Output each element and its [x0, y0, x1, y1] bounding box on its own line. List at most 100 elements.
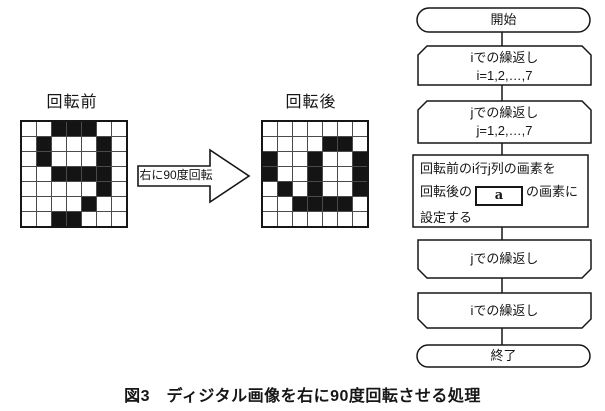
- pixel-cell-black: [323, 137, 337, 151]
- rotation-flowchart: 開始 iでの繰返し i=1,2,…,7 jでの繰返し j=1,2,…,7 回転前…: [410, 6, 602, 374]
- pixel-cell-white: [278, 152, 292, 166]
- pixel-cell-white: [338, 182, 352, 196]
- pixel-cell-white: [112, 212, 126, 226]
- pixel-cell-black: [323, 197, 337, 211]
- loop-j-start-shape: [417, 100, 592, 144]
- pixel-cell-white: [323, 182, 337, 196]
- pixel-cell-black: [353, 182, 367, 196]
- pixel-cell-white: [293, 167, 307, 181]
- process-box-shape: [412, 154, 589, 228]
- process-line2-suffix: の画素に: [526, 184, 579, 199]
- pixel-cell-black: [67, 122, 81, 136]
- pixel-cell-white: [263, 122, 277, 136]
- pixel-cell-black: [308, 197, 322, 211]
- pixel-cell-white: [323, 122, 337, 136]
- pixel-cell-white: [112, 167, 126, 181]
- pixel-cell-black: [338, 197, 352, 211]
- pixel-cell-white: [67, 137, 81, 151]
- flowchart-loop-j-start: jでの繰返し j=1,2,…,7: [418, 104, 591, 140]
- pixel-cell-white: [97, 197, 111, 211]
- pixel-cell-white: [22, 167, 36, 181]
- flowchart-loop-i-start: iでの繰返し i=1,2,…,7: [418, 49, 591, 85]
- pixel-cell-black: [308, 167, 322, 181]
- pixel-cell-black: [82, 167, 96, 181]
- loop-i-start-shape: [417, 45, 592, 86]
- pixel-cell-white: [37, 167, 51, 181]
- pixel-cell-black: [338, 137, 352, 151]
- pixel-cell-white: [82, 212, 96, 226]
- pixel-cell-white: [112, 152, 126, 166]
- pixel-cell-white: [308, 137, 322, 151]
- answer-blank-a: a: [475, 186, 524, 206]
- pixel-cell-white: [22, 137, 36, 151]
- pixel-cell-white: [37, 122, 51, 136]
- pixel-cell-white: [22, 197, 36, 211]
- pixel-cell-white: [353, 197, 367, 211]
- process-line-3: 設定する: [420, 210, 473, 225]
- pixel-cell-white: [293, 212, 307, 226]
- pixel-cell-white: [278, 212, 292, 226]
- pixel-cell-white: [278, 122, 292, 136]
- pixel-cell-white: [22, 152, 36, 166]
- process-line-1: 回転前のi行j列の画素を: [420, 161, 556, 176]
- before-rotation-label: 回転前: [46, 94, 98, 111]
- pixel-cell-black: [308, 182, 322, 196]
- pixel-cell-white: [263, 137, 277, 151]
- pixel-cell-white: [67, 152, 81, 166]
- pixel-cell-black: [52, 122, 66, 136]
- pixel-cell-white: [323, 212, 337, 226]
- pixel-cell-white: [323, 152, 337, 166]
- pixel-cell-black: [67, 212, 81, 226]
- pixel-cell-white: [112, 122, 126, 136]
- pixel-cell-black: [37, 152, 51, 166]
- pixel-cell-white: [323, 167, 337, 181]
- pixel-cell-white: [353, 212, 367, 226]
- pixel-cell-white: [338, 212, 352, 226]
- pixel-cell-white: [278, 167, 292, 181]
- pixel-cell-white: [112, 137, 126, 151]
- pixel-cell-black: [278, 182, 292, 196]
- pixel-cell-black: [353, 167, 367, 181]
- pixel-cell-white: [97, 122, 111, 136]
- pixel-cell-black: [308, 152, 322, 166]
- pixel-cell-white: [353, 122, 367, 136]
- block-arrow-icon: [137, 148, 251, 204]
- pixel-cell-white: [22, 122, 36, 136]
- pixel-cell-black: [52, 167, 66, 181]
- pixel-cell-white: [308, 212, 322, 226]
- flowchart-loop-j-end: jでの繰返し: [470, 251, 539, 266]
- pixel-cell-white: [278, 137, 292, 151]
- after-rotation-grid: [261, 120, 369, 228]
- pixel-cell-white: [97, 212, 111, 226]
- pixel-cell-white: [263, 212, 277, 226]
- pixel-cell-white: [293, 152, 307, 166]
- rotate-arrow-label: 右に90度回転: [139, 168, 213, 182]
- pixel-cell-white: [293, 182, 307, 196]
- loop-i-range: i=1,2,…,7: [476, 68, 533, 83]
- process-line2-prefix: 回転後の: [420, 184, 473, 199]
- loop-i-end-shape: [417, 292, 592, 329]
- start-terminator-shape: [416, 7, 591, 33]
- pixel-cell-white: [338, 122, 352, 136]
- pixel-cell-white: [37, 182, 51, 196]
- pixel-cell-white: [82, 137, 96, 151]
- pixel-cell-white: [22, 212, 36, 226]
- pixel-cell-white: [278, 197, 292, 211]
- pixel-cell-black: [263, 152, 277, 166]
- pixel-cell-white: [52, 152, 66, 166]
- loop-j-end-shape: [417, 239, 592, 279]
- pixel-cell-white: [67, 182, 81, 196]
- pixel-cell-white: [22, 182, 36, 196]
- pixel-cell-black: [52, 212, 66, 226]
- pixel-cell-white: [52, 197, 66, 211]
- pixel-cell-black: [97, 182, 111, 196]
- pixel-cell-white: [37, 212, 51, 226]
- pixel-cell-white: [293, 122, 307, 136]
- pixel-cell-white: [112, 182, 126, 196]
- rotate-right-arrow: 右に90度回転: [137, 147, 251, 205]
- pixel-cell-black: [97, 167, 111, 181]
- pixel-cell-white: [308, 122, 322, 136]
